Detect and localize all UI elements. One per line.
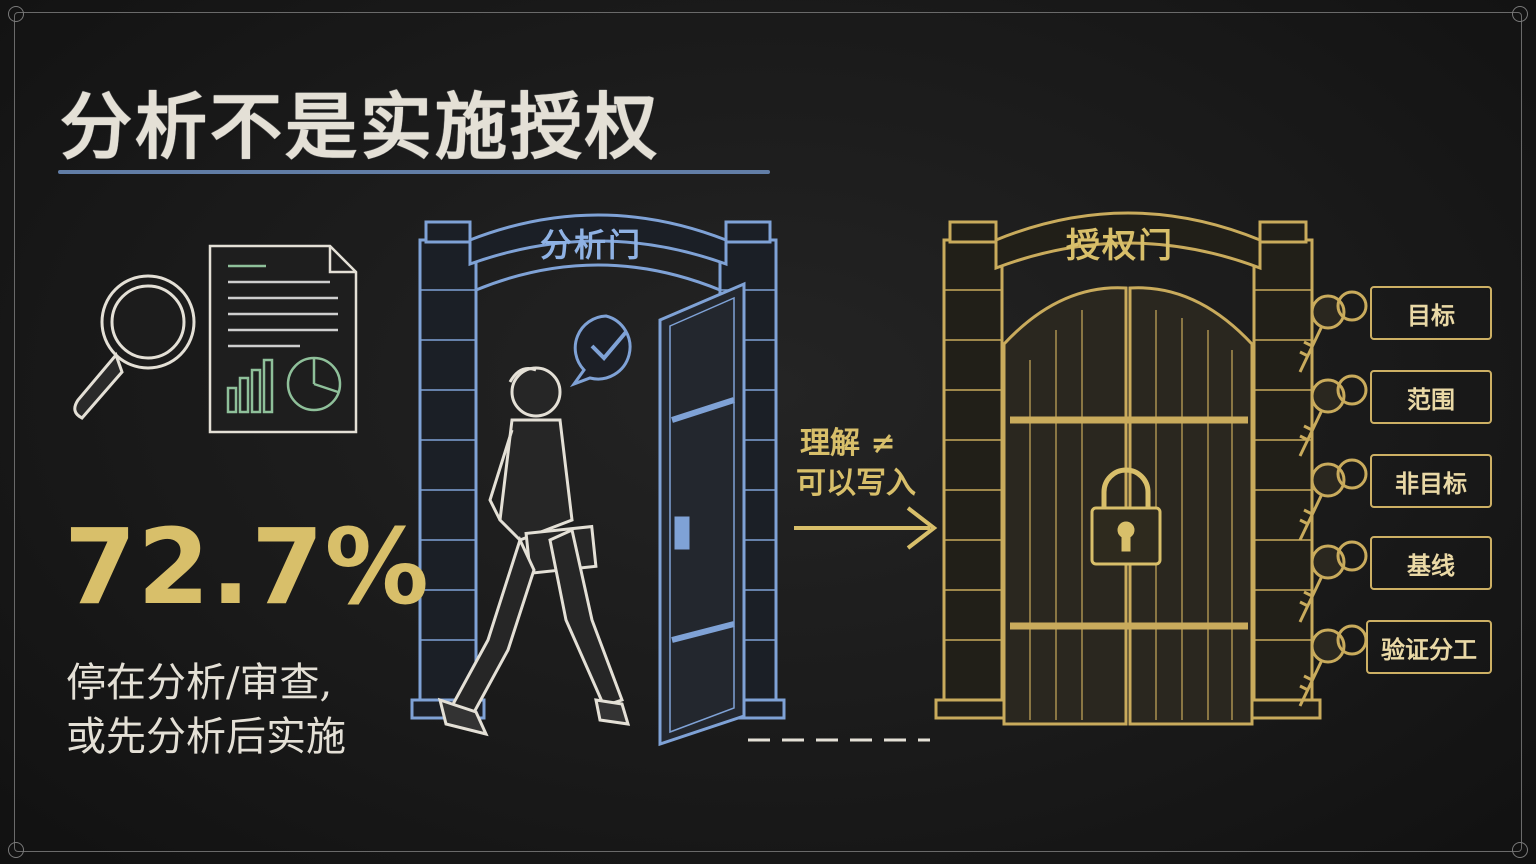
authorization-gate [934,211,1322,720]
key-icon [1298,374,1368,457]
check-bubble-icon [569,314,632,388]
key-tag-label: 非目标 [1395,468,1467,498]
key-tag-scope: 范围 [1370,370,1492,424]
key-icon [1298,458,1368,541]
key-icon [1298,624,1368,707]
key-tag-label: 范围 [1407,384,1455,414]
stat-desc-line2: 或先分析后实施 [66,714,346,760]
key-icons [1298,290,1368,707]
key-tag-baseline: 基线 [1370,536,1492,590]
frame-corner [8,6,24,22]
walking-person [437,366,631,737]
key-tag-non-goal: 非目标 [1370,454,1492,508]
title-underline [58,170,770,174]
arrow [794,506,938,550]
closed-doors [1002,286,1254,726]
key-tag-label: 验证分工 [1381,634,1477,664]
auth-gate-label: 授权门 [1066,226,1174,266]
stat-desc-line1: 停在分析/审查, [66,660,333,706]
frame-corner [8,842,24,858]
document-icon [208,244,358,434]
frame-corner [1512,842,1528,858]
key-tag-goal: 目标 [1370,286,1492,340]
frame-corner [1512,6,1528,22]
key-icon [1298,540,1368,623]
stat-value: 72.7% [64,506,430,628]
arrow-label-line1: 理解 ≠ [800,426,896,461]
key-tag-verification: 验证分工 [1366,620,1492,674]
magnifier-icon [73,274,196,420]
key-icon [1298,290,1368,373]
padlock-icon [1090,467,1162,566]
key-tag-label: 基线 [1407,550,1455,580]
key-tag-label: 目标 [1407,300,1455,330]
board-frame [14,12,1522,852]
open-door [658,281,746,747]
arrow-label-line2: 可以写入 [796,466,916,501]
page-title: 分析不是实施授权 [60,84,661,169]
analysis-gate-label: 分析门 [540,226,643,264]
